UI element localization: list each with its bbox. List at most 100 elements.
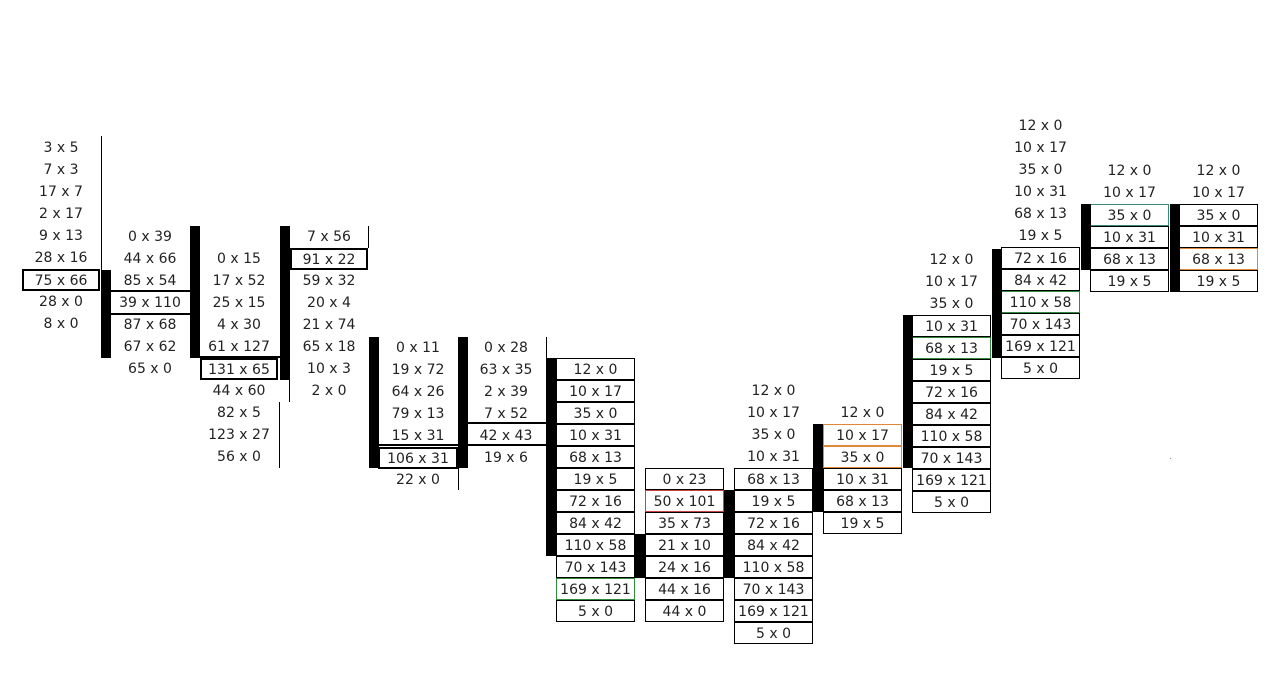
- stack-entry: 44 x 66: [123, 251, 177, 267]
- stack-entry: 19 x 6: [484, 450, 528, 466]
- stack-entry: 10 x 31: [1179, 226, 1258, 248]
- connector-line: [458, 422, 556, 424]
- stack-entry: 22 x 0: [396, 472, 440, 488]
- stack-entry: 10 x 17: [925, 274, 978, 290]
- stack-bar: [458, 337, 468, 468]
- stack-entry: 56 x 0: [217, 449, 261, 465]
- stack-entry: 19 x 5: [823, 512, 902, 534]
- stack-entry: 12 x 0: [840, 405, 885, 421]
- stack-entry: 28 x 0: [39, 294, 83, 310]
- stack-entry: 70 x 143: [1001, 313, 1080, 335]
- connector-line: [101, 313, 200, 315]
- stack-entry: 110 x 58: [1001, 291, 1080, 313]
- stack-entry: 35 x 0: [823, 446, 902, 468]
- stack-entry: 85 x 54: [123, 273, 177, 289]
- stack-entry: 64 x 26: [391, 384, 445, 400]
- stack-entry: 44 x 0: [645, 600, 724, 622]
- stack-entry: 28 x 16: [34, 250, 88, 266]
- stack-entry: 35 x 0: [1090, 204, 1169, 226]
- stack-entry: 110 x 58: [734, 556, 813, 578]
- stack-entry: 44 x 16: [645, 578, 724, 600]
- stack-entry: 35 x 0: [1179, 204, 1258, 226]
- stack-entry: 10 x 31: [747, 449, 800, 465]
- stack-entry: 68 x 13: [734, 468, 813, 490]
- stack-entry: 68 x 13: [1179, 248, 1258, 270]
- stack-entry: 75 x 66: [22, 269, 100, 291]
- stack-entry: 35 x 0: [556, 402, 635, 424]
- stack-entry: 0 x 15: [217, 251, 261, 267]
- stack-entry: 10 x 17: [1014, 140, 1067, 156]
- stack-bar: [280, 226, 290, 380]
- stack-entry: 84 x 42: [912, 403, 991, 425]
- stack-entry: 10 x 31: [823, 468, 902, 490]
- stack-entry: 12 x 0: [1018, 118, 1063, 134]
- stack-entry: 24 x 16: [645, 556, 724, 578]
- stack-bar: [903, 315, 913, 468]
- stack-entry: 72 x 16: [912, 381, 991, 403]
- stack-entry: 35 x 73: [645, 512, 724, 534]
- stack-entry: 0 x 39: [128, 229, 172, 245]
- stack-entry: 70 x 143: [734, 578, 813, 600]
- stack-bar: [1081, 204, 1091, 270]
- separator-line: [279, 402, 280, 468]
- stack-entry: 44 x 60: [212, 383, 266, 399]
- stack-entry: 110 x 58: [556, 534, 635, 556]
- stack-entry: 61 x 127: [208, 339, 270, 355]
- stack-entry: 106 x 31: [378, 447, 458, 469]
- stack-entry: 35 x 0: [1018, 162, 1063, 178]
- stack-entry: 12 x 0: [556, 358, 635, 380]
- stack-entry: 123 x 27: [208, 427, 270, 443]
- stack-bar: [724, 490, 734, 578]
- stack-bar: [546, 358, 556, 556]
- stack-entry: 15 x 31: [391, 428, 445, 444]
- stack-entry: 169 x 121: [912, 469, 991, 491]
- stack-entry: 21 x 74: [302, 317, 356, 333]
- stack-entry: 10 x 17: [1103, 185, 1156, 201]
- stack-entry: 5 x 0: [912, 491, 991, 513]
- stack-entry: 82 x 5: [217, 405, 261, 421]
- stack-entry: 84 x 42: [556, 512, 635, 534]
- stack-entry: 39 x 110: [119, 295, 181, 311]
- separator-line: [546, 337, 547, 358]
- stack-entry: 169 x 121: [734, 600, 813, 622]
- stack-entry: 10 x 31: [912, 315, 991, 337]
- stack-entry: 19 x 5: [1090, 270, 1169, 292]
- stack-entry: 0 x 23: [645, 468, 724, 490]
- stack-bar: [635, 534, 645, 578]
- stack-entry: 25 x 15: [212, 295, 266, 311]
- stack-entry: 5 x 0: [556, 600, 635, 622]
- connector-line: [190, 356, 290, 358]
- stack-entry: 10 x 17: [1192, 185, 1245, 201]
- connector-line: [369, 444, 466, 446]
- stack-entry: 19 x 5: [734, 490, 813, 512]
- stack-entry: 5 x 0: [734, 622, 813, 644]
- stack-entry: 72 x 16: [556, 490, 635, 512]
- stack-entry: 72 x 16: [1001, 247, 1080, 269]
- stack-entry: 12 x 0: [751, 383, 796, 399]
- stack-entry: 35 x 0: [751, 427, 796, 443]
- stack-entry: 2 x 17: [39, 206, 83, 222]
- stack-entry: 68 x 13: [556, 446, 635, 468]
- stack-entry: 84 x 42: [734, 534, 813, 556]
- stack-entry: 65 x 0: [128, 361, 172, 377]
- stack-entry: 50 x 101: [645, 490, 724, 512]
- stack-entry: 42 x 43: [479, 428, 533, 444]
- stack-entry: 7 x 56: [307, 229, 351, 245]
- stack-entry: 91 x 22: [290, 248, 368, 270]
- stack-entry: 68 x 13: [1014, 206, 1067, 222]
- stack-entry: 10 x 3: [307, 361, 351, 377]
- stack-entry: 2 x 0: [311, 383, 347, 399]
- stack-entry: 19 x 72: [391, 362, 445, 378]
- stack-entry: 68 x 13: [912, 337, 991, 359]
- stack-entry: 12 x 0: [1196, 163, 1241, 179]
- stack-entry: 59 x 32: [302, 273, 356, 289]
- stack-entry: 7 x 3: [43, 162, 79, 178]
- stack-entry: 8 x 0: [43, 316, 79, 332]
- stack-entry: 87 x 68: [123, 317, 177, 333]
- connector-line: [458, 444, 556, 446]
- stack-bar: [992, 249, 1002, 358]
- separator-line: [368, 226, 369, 248]
- stack-bar: [1170, 204, 1180, 292]
- stack-entry: 70 x 143: [912, 447, 991, 469]
